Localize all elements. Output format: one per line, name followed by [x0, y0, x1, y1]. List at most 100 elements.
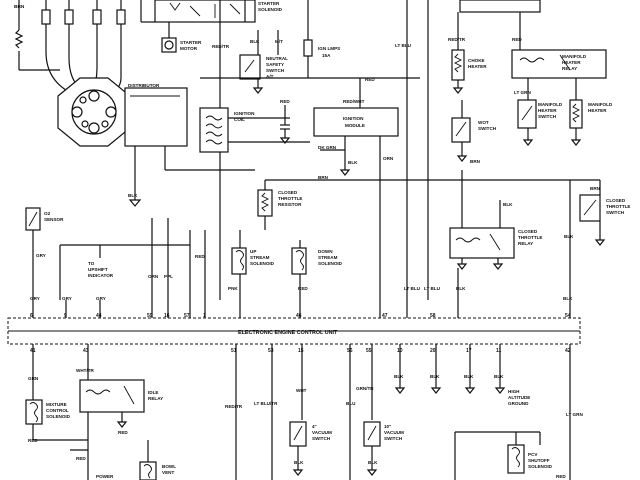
label-vac4-3: SWITCH: [312, 436, 331, 441]
label-dk-grn: DK GRN: [318, 145, 337, 150]
label-starter-solenoid: STARTER: [258, 1, 280, 6]
label-blk-e: BLK: [564, 234, 574, 239]
label-red-wht: RED/WHT: [343, 99, 365, 104]
label-mt: M/T: [275, 39, 283, 44]
label-ctrl: CLOSED: [518, 229, 538, 234]
pin-top-2: 44: [96, 313, 102, 319]
label-lt-blu-b: LT BLU: [424, 286, 441, 291]
pin-bot-9: 17: [466, 348, 472, 354]
label-red-i: RED: [28, 438, 38, 443]
pin-bot-4: 15: [298, 348, 304, 354]
label-blk-l: BLK: [494, 374, 504, 379]
mixture-control-solenoid: [25, 399, 88, 441]
label-neutral: NEUTRAL: [266, 56, 288, 61]
label-blu: BLU: [346, 401, 356, 406]
label-bowl-2: VENT: [162, 470, 174, 475]
label-downstream: DOWN: [318, 249, 333, 254]
label-red-small: RED: [280, 99, 290, 104]
label-brn-far: BRN: [590, 186, 601, 191]
label-red-h: RED: [298, 286, 308, 291]
label-red-l: RED: [556, 474, 566, 479]
ign-lamps-fuse: [200, 0, 420, 79]
label-vac10: 10": [384, 424, 391, 429]
label-idle-2: RELAY: [148, 396, 163, 401]
label-starter-motor: STARTER: [180, 40, 202, 45]
pin-bot-3: 53: [268, 348, 274, 354]
pin-bot-2: 51: [231, 348, 237, 354]
pin-top-7: 46: [296, 313, 302, 319]
label-gry-d: GRY: [96, 296, 106, 301]
label-blk-c: BLK: [503, 202, 513, 207]
label-mcs-2: CONTROL: [46, 408, 69, 413]
label-vac10-3: SWITCH: [384, 436, 403, 441]
pin-bot-1: 43: [83, 348, 89, 354]
pin-top-5: 57: [184, 313, 190, 319]
label-lt-grn: LT GRN: [514, 90, 531, 95]
label-wht: WHT: [296, 388, 307, 393]
label-cts-3: SWITCH: [606, 210, 625, 215]
label-mh: MANIFOLD: [588, 102, 613, 107]
vacuum-switch-10: [363, 421, 381, 476]
label-blk-j: BLK: [430, 374, 440, 379]
pin-bot-6: 55: [366, 348, 372, 354]
label-brn-right: BRN: [470, 159, 481, 164]
label-to-3: INDICATOR: [88, 273, 114, 278]
label-brn-top: BRN: [14, 4, 25, 10]
pin-top-3: 59: [147, 313, 153, 319]
pin-top-6: 1: [203, 313, 206, 319]
label-neutral-4: A/T: [266, 74, 274, 79]
label-lt-blu-top: LT BLU: [395, 43, 412, 48]
starter-motor: [161, 22, 177, 53]
label-neutral-3: SWITCH: [266, 68, 285, 73]
label-high-3: GROUND: [508, 401, 529, 406]
label-ppl: PPL: [164, 274, 173, 279]
label-to-2: UPSHIFT: [88, 267, 108, 272]
label-ignition-coil-2: COIL: [234, 117, 245, 122]
label-upstream: UP: [250, 249, 256, 254]
label-blk-m: BLK: [294, 460, 304, 465]
label-ignition-module: IGNITION: [343, 116, 364, 121]
label-cts: CLOSED: [606, 198, 626, 203]
label-lt-grn-b: LT GRN: [566, 412, 583, 417]
pin-top-9: 58: [430, 313, 436, 319]
label-pcv: PCV: [528, 452, 538, 457]
label-orn-b: ORN: [148, 274, 159, 279]
label-red-mid: RED: [365, 77, 375, 82]
label-red-j: RED: [118, 430, 128, 435]
label-wot-2: SWITCH: [478, 126, 497, 131]
label-neutral-2: SAFETY: [266, 62, 284, 67]
label-power: POWER: [96, 474, 114, 479]
label-red-tr: RED/TR: [212, 44, 230, 49]
label-high-2: ALTITUDE: [508, 395, 530, 400]
label-red-tr-b: RED/TR: [225, 404, 243, 409]
ecu-block: [7, 317, 581, 345]
label-upstream-3: SOLENOID: [250, 261, 275, 266]
brn-bus: [264, 170, 601, 318]
label-gry-b: GRY: [30, 296, 40, 301]
label-ign-lmps-2: 15A: [322, 53, 331, 58]
label-blk-h: BLK: [563, 296, 573, 301]
pin-top-8: 47: [382, 313, 388, 319]
label-orn-mid: ORN: [383, 156, 394, 161]
label-mh-2: HEATER: [588, 108, 607, 113]
label-cts-2: THROTTLE: [606, 204, 631, 209]
ecu-title: ELECTRONIC ENGINE CONTROL UNIT: [238, 330, 338, 336]
label-pcv-3: SOLENOID: [528, 464, 553, 469]
choke-heater-group: [427, 0, 541, 300]
closed-throttle-switch: [579, 194, 606, 246]
pcv-shutoff-solenoid: [454, 431, 541, 480]
ignition-coil: [199, 107, 310, 153]
label-blk-i: BLK: [394, 374, 404, 379]
label-upstream-2: STREAM: [250, 255, 270, 260]
label-ign-lmps: IGN LMPS: [318, 46, 340, 51]
label-lt-blu-b-2: LT BLU: [404, 286, 421, 291]
label-choke-2: HEATER: [468, 64, 487, 69]
label-red-tr-right: RED/TR: [448, 37, 466, 42]
label-high: HIGH: [508, 389, 520, 394]
label-vac4: 4": [312, 424, 317, 429]
label-o2-2: SENSOR: [44, 217, 64, 222]
down-stream-solenoid: [291, 247, 307, 275]
label-red-g: RED: [195, 254, 205, 259]
